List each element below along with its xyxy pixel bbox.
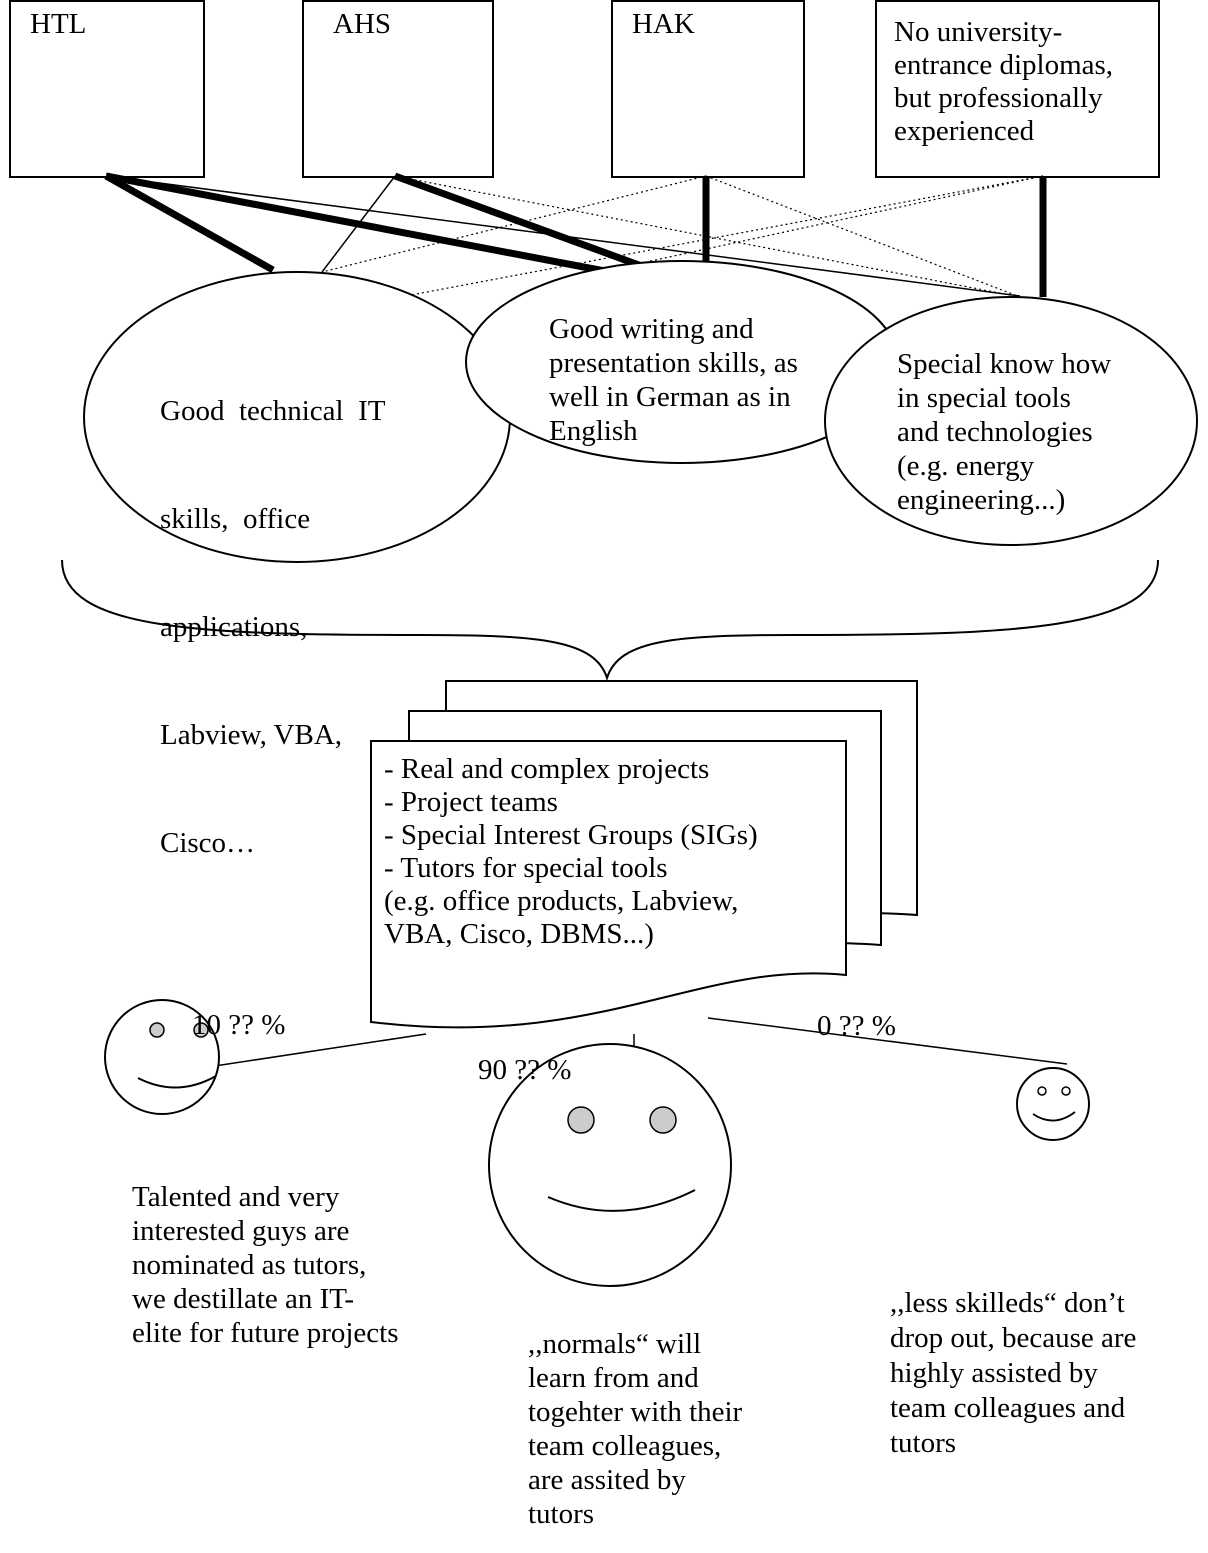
label-hak: HAK [632,8,695,40]
eye-right [193,1022,209,1038]
text-special-skills: Special know how in special tools and te… [897,348,1112,516]
label-ahs: AHS [333,8,392,40]
percent-normals: 90 ?? % [478,1054,572,1086]
eye-left [149,1022,165,1038]
eye-left [567,1106,595,1134]
ellipse-special [824,296,1198,546]
eye-right [649,1106,677,1134]
text-outcome-normals: ,,normals“ will learn from and togehter … [528,1328,743,1530]
dotted-connectors [321,175,1044,299]
label-experienced: No university- entrance diplomas, but pr… [894,16,1114,147]
curly-brace [61,559,1159,682]
project-item: - Project teams [384,786,558,818]
project-item: (e.g. office products, Labview, [384,885,739,917]
eye-left [1037,1086,1047,1096]
project-item: - Special Interest Groups (SIGs) [384,819,758,851]
smiley-talented [104,999,220,1115]
text-outcome-less-skilled: ,,less skilleds“ don’t drop out, because… [890,1287,1137,1459]
box-experienced [875,0,1160,178]
box-ahs [302,0,494,178]
projects-list: - Real and complex projects - Project te… [384,753,758,951]
text-writing-skills: Good writing and presentation skills, as… [549,313,798,447]
text-outcome-talented: Talented and very interested guys are no… [132,1181,399,1349]
thin-connectors [105,175,1021,297]
document-front [370,740,847,1029]
smiley-less-skilled [1016,1067,1090,1141]
project-item: VBA, Cisco, DBMS...) [384,918,654,950]
project-item: - Real and complex projects [384,753,710,785]
smiley-normals [488,1043,732,1287]
text-technical-skills: Good technical IT skills, office applica… [160,395,386,859]
project-item: - Tutors for special tools [384,852,668,884]
percent-less-skilled: 0 ?? % [817,1010,896,1042]
percent-talented: 10 ?? % [192,1009,286,1041]
eye-right [1061,1086,1071,1096]
label-htl: HTL [30,8,87,40]
